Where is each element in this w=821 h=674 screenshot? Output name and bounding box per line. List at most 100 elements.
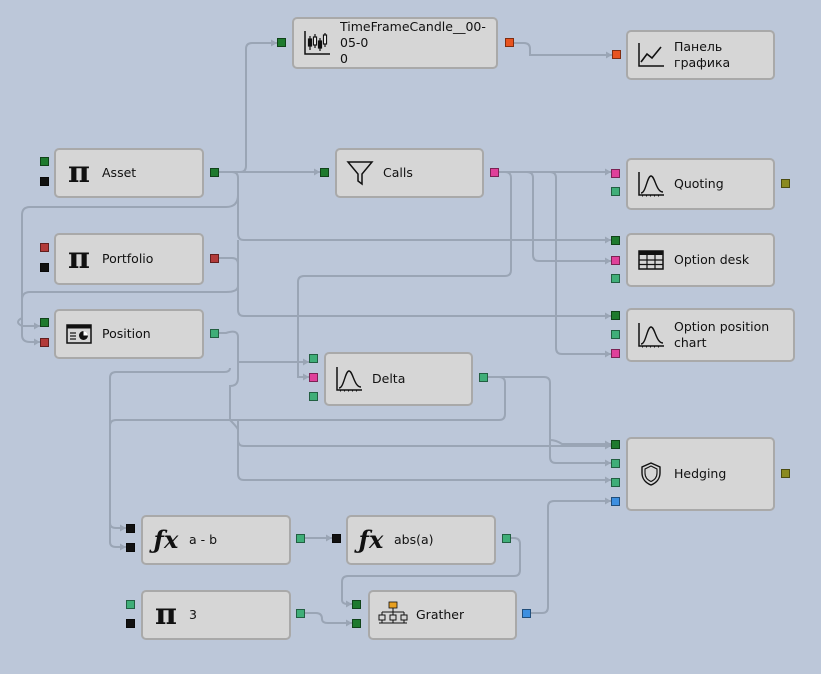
- chart-panel-node[interactable]: Панель графика: [626, 30, 775, 80]
- option-position-chart-input-port-1[interactable]: [611, 311, 620, 320]
- portfolio-node[interactable]: π Portfolio: [54, 233, 204, 285]
- portfolio-input-port-1[interactable]: [40, 243, 49, 252]
- connection-wire: [219, 330, 309, 363]
- portfolio-output-port[interactable]: [210, 254, 219, 263]
- connection-wire: [514, 42, 612, 56]
- grather-label: Grather: [416, 607, 465, 622]
- delta-node[interactable]: Delta: [324, 352, 473, 406]
- connection-wire: [488, 376, 611, 464]
- pi-icon: π: [68, 155, 90, 190]
- timeframe-candle-output-port[interactable]: [505, 38, 514, 47]
- asset-input-port-1[interactable]: [40, 157, 49, 166]
- option-desk-input-port-2[interactable]: [611, 256, 620, 265]
- connection-wire: [297, 171, 512, 378]
- wire-arrowhead: [605, 497, 611, 505]
- position-output-port[interactable]: [210, 329, 219, 338]
- quoting-output-port[interactable]: [781, 179, 790, 188]
- connection-wire: [109, 367, 231, 548]
- pi-icon: π: [155, 597, 177, 632]
- a-minus-b-node[interactable]: ƒx a - b: [141, 515, 291, 565]
- function-fx-icon: ƒx: [153, 525, 179, 554]
- option-position-chart-label: Option position chart: [674, 319, 770, 350]
- abs-node[interactable]: ƒx abs(a): [346, 515, 496, 565]
- hedging-input-port-2[interactable]: [611, 459, 620, 468]
- position-panel-icon: [64, 319, 94, 349]
- candlestick-chart-icon: [302, 28, 332, 58]
- connection-wire: [237, 240, 611, 317]
- asset-output-port[interactable]: [210, 168, 219, 177]
- option-position-chart-node[interactable]: Option position chart: [626, 308, 795, 362]
- hedging-output-port[interactable]: [781, 469, 790, 478]
- position-input-port-1[interactable]: [40, 318, 49, 327]
- line-chart-icon: [636, 40, 666, 70]
- a-minus-b-output-port[interactable]: [296, 534, 305, 543]
- option-desk-input-port-1[interactable]: [611, 236, 620, 245]
- a-minus-b-input-port-2[interactable]: [126, 543, 135, 552]
- quoting-input-port-2[interactable]: [611, 187, 620, 196]
- grather-input-port-1[interactable]: [352, 600, 361, 609]
- asset-node[interactable]: π Asset: [54, 148, 204, 198]
- asset-input-port-2[interactable]: [40, 177, 49, 186]
- option-desk-label: Option desk: [674, 252, 750, 267]
- abs-output-port[interactable]: [502, 534, 511, 543]
- shield-icon: [636, 459, 666, 489]
- grather-input-port-2[interactable]: [352, 619, 361, 628]
- wire-arrowhead: [605, 312, 611, 320]
- hedging-input-port-3[interactable]: [611, 478, 620, 487]
- option-desk-node[interactable]: Option desk: [626, 233, 775, 287]
- hedging-input-port-4[interactable]: [611, 497, 620, 506]
- hedging-node[interactable]: Hedging: [626, 437, 775, 511]
- grather-node[interactable]: Grather: [368, 590, 517, 640]
- constant-three-node[interactable]: π 3: [141, 590, 291, 640]
- calls-input-port[interactable]: [320, 168, 329, 177]
- quoting-node[interactable]: Quoting: [626, 158, 775, 210]
- quoting-input-port-1[interactable]: [611, 169, 620, 178]
- grather-output-port[interactable]: [522, 609, 531, 618]
- delta-label: Delta: [372, 371, 406, 386]
- a-minus-b-input-port-1[interactable]: [126, 524, 135, 533]
- a-minus-b-label: a - b: [189, 532, 218, 547]
- option-position-chart-input-port-2[interactable]: [611, 330, 620, 339]
- connection-wire: [549, 439, 611, 445]
- timeframe-candle-node[interactable]: TimeFrameCandle__00-05-0 0: [292, 17, 498, 69]
- hedging-input-port-1[interactable]: [611, 440, 620, 449]
- position-input-port-2[interactable]: [40, 338, 49, 347]
- wire-arrowhead: [314, 168, 320, 176]
- delta-output-port[interactable]: [479, 373, 488, 382]
- option-position-chart-input-port-3[interactable]: [611, 349, 620, 358]
- calls-node[interactable]: Calls: [335, 148, 484, 198]
- connection-wire: [219, 171, 611, 241]
- hedging-label: Hedging: [674, 466, 727, 481]
- wire-arrowhead: [326, 534, 332, 542]
- connection-wire: [341, 537, 521, 605]
- delta-input-port-3[interactable]: [309, 392, 318, 401]
- portfolio-input-port-2[interactable]: [40, 263, 49, 272]
- connection-wire: [305, 612, 352, 624]
- connection-wire: [499, 171, 611, 262]
- wire-arrowhead: [605, 476, 611, 484]
- delta-input-port-1[interactable]: [309, 354, 318, 363]
- pi-icon: π: [68, 241, 90, 276]
- connection-wire: [21, 194, 239, 343]
- chart-panel-input-port[interactable]: [612, 50, 621, 59]
- wire-arrowhead: [346, 600, 352, 608]
- delta-input-port-2[interactable]: [309, 373, 318, 382]
- distribution-chart-icon: [636, 320, 666, 350]
- constant-three-input-port-2[interactable]: [126, 619, 135, 628]
- constant-three-output-port[interactable]: [296, 609, 305, 618]
- abs-input-port[interactable]: [332, 534, 341, 543]
- constant-three-label: 3: [189, 607, 197, 622]
- calls-label: Calls: [383, 165, 413, 180]
- wire-arrowhead: [606, 51, 612, 59]
- calls-output-port[interactable]: [490, 168, 499, 177]
- timeframe-candle-label: TimeFrameCandle__00-05-0 0: [340, 19, 486, 66]
- connection-wire: [229, 340, 611, 447]
- wire-arrowhead: [303, 358, 309, 366]
- wire-arrowhead: [34, 338, 40, 346]
- option-desk-input-port-3[interactable]: [611, 274, 620, 283]
- position-node[interactable]: Position: [54, 309, 204, 359]
- timeframe-candle-input-port[interactable]: [277, 38, 286, 47]
- connection-wire: [109, 376, 506, 529]
- constant-three-input-port-1[interactable]: [126, 600, 135, 609]
